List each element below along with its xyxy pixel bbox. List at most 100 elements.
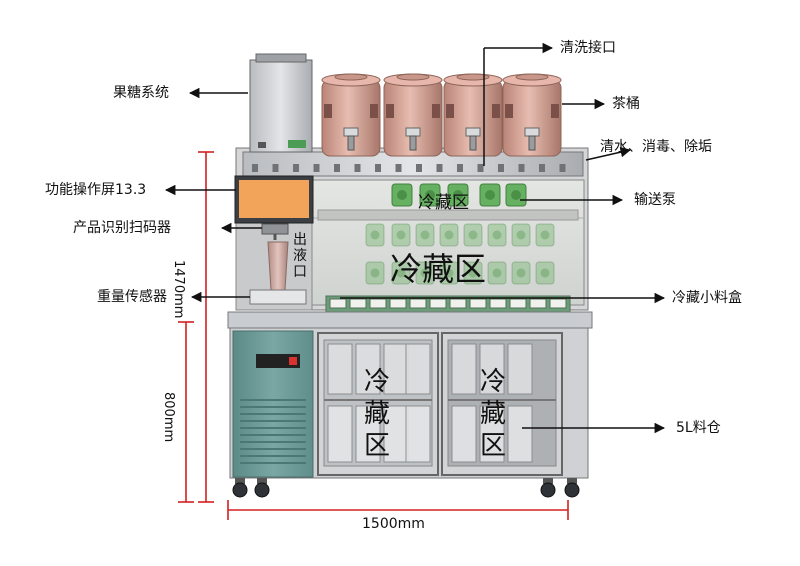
pump-hub — [396, 230, 406, 240]
dim-width: 1500mm — [362, 516, 425, 532]
nozzle — [313, 164, 320, 172]
pump-hub — [516, 268, 526, 278]
bin — [451, 343, 477, 395]
pump-hub — [397, 190, 407, 200]
pump-hub — [420, 268, 430, 278]
small-box — [349, 298, 367, 309]
nozzle — [395, 164, 402, 172]
bin — [355, 343, 381, 395]
pumps-middle-row — [365, 223, 555, 247]
nozzle — [518, 164, 525, 172]
label-cleaning-port: 清洗接口 — [560, 40, 616, 56]
label-screen: 功能操作屏13.3 — [45, 182, 147, 198]
zone-lower-right: 冷藏区 — [480, 367, 507, 461]
caster — [543, 478, 553, 484]
zone-lower-left: 冷藏区 — [364, 367, 391, 461]
label-weight-sensor: 重量传感器 — [97, 289, 167, 305]
nozzle — [416, 164, 422, 172]
fructose-machine — [249, 59, 313, 153]
small-box — [549, 298, 567, 309]
tea-bucket-4 — [502, 73, 562, 157]
compressor-vents — [240, 399, 306, 464]
counter-top — [227, 311, 593, 329]
bin — [327, 405, 353, 463]
small-box — [449, 298, 467, 309]
dim-height-counter: 800mm — [161, 392, 176, 443]
caster — [257, 478, 267, 484]
pumps-lower-row — [365, 261, 555, 285]
small-box — [369, 298, 387, 309]
label-small-box: 冷藏小料盒 — [672, 290, 742, 306]
outlet-cup — [267, 241, 289, 291]
pump — [391, 261, 411, 285]
nozzles — [252, 164, 566, 172]
zone-upper-big: 冷藏区 — [390, 250, 487, 288]
pump-hub — [511, 190, 521, 200]
pump — [439, 223, 459, 247]
pump — [439, 261, 459, 285]
label-scanner: 产品识别扫码器 — [73, 220, 171, 236]
pump — [535, 223, 555, 247]
pump — [463, 223, 483, 247]
bin — [405, 343, 431, 395]
pump-hub — [468, 230, 478, 240]
nozzle — [539, 164, 545, 172]
pump-hub — [485, 190, 495, 200]
nozzle — [252, 164, 258, 172]
pump — [511, 261, 531, 285]
bin — [383, 343, 409, 395]
nozzle — [354, 164, 361, 172]
pump-hub — [444, 268, 454, 278]
small-box — [469, 298, 487, 309]
pump-hub — [370, 268, 380, 278]
screen — [239, 180, 309, 218]
bins-5l — [324, 343, 556, 463]
nozzle — [272, 164, 279, 172]
caster — [235, 478, 245, 484]
nozzle — [334, 164, 340, 172]
pump — [487, 223, 507, 247]
nozzle — [498, 164, 504, 172]
nozzle — [293, 164, 299, 172]
small-box — [509, 298, 527, 309]
casters — [232, 478, 580, 498]
small-box — [329, 298, 347, 309]
small-box — [489, 298, 507, 309]
pump-hub — [444, 230, 454, 240]
pump-hub — [468, 268, 478, 278]
pump-hub — [492, 268, 502, 278]
zone-upper-small: 冷藏区 — [418, 193, 469, 213]
label-pump: 输送泵 — [634, 192, 676, 208]
tea-bucket-1 — [321, 73, 381, 157]
tea-bucket-3 — [443, 73, 503, 157]
nozzle — [559, 164, 566, 172]
label-clean-disinfect: 清水、消毒、除垢 — [600, 139, 712, 155]
bin — [479, 343, 505, 395]
small-box — [409, 298, 427, 309]
label-tea-bucket: 茶桶 — [612, 96, 640, 112]
small-box — [529, 298, 547, 309]
pump — [487, 261, 507, 285]
pump — [365, 261, 385, 285]
bin — [507, 405, 533, 463]
pump — [415, 261, 435, 285]
upper-shelf — [317, 209, 579, 221]
pump — [511, 223, 531, 247]
pump — [415, 223, 435, 247]
bin — [507, 343, 533, 395]
caster-wheel — [540, 482, 556, 498]
pump-hub — [540, 268, 550, 278]
dim-height-total: 1470mm — [171, 260, 186, 319]
pump — [391, 223, 411, 247]
small-box — [389, 298, 407, 309]
pump — [535, 261, 555, 285]
nozzle — [477, 164, 484, 172]
pump-hub — [370, 230, 380, 240]
small-boxes — [329, 298, 567, 309]
tea-buckets — [321, 73, 562, 157]
caster — [567, 478, 577, 484]
scanner — [261, 223, 289, 235]
caster-wheel — [564, 482, 580, 498]
